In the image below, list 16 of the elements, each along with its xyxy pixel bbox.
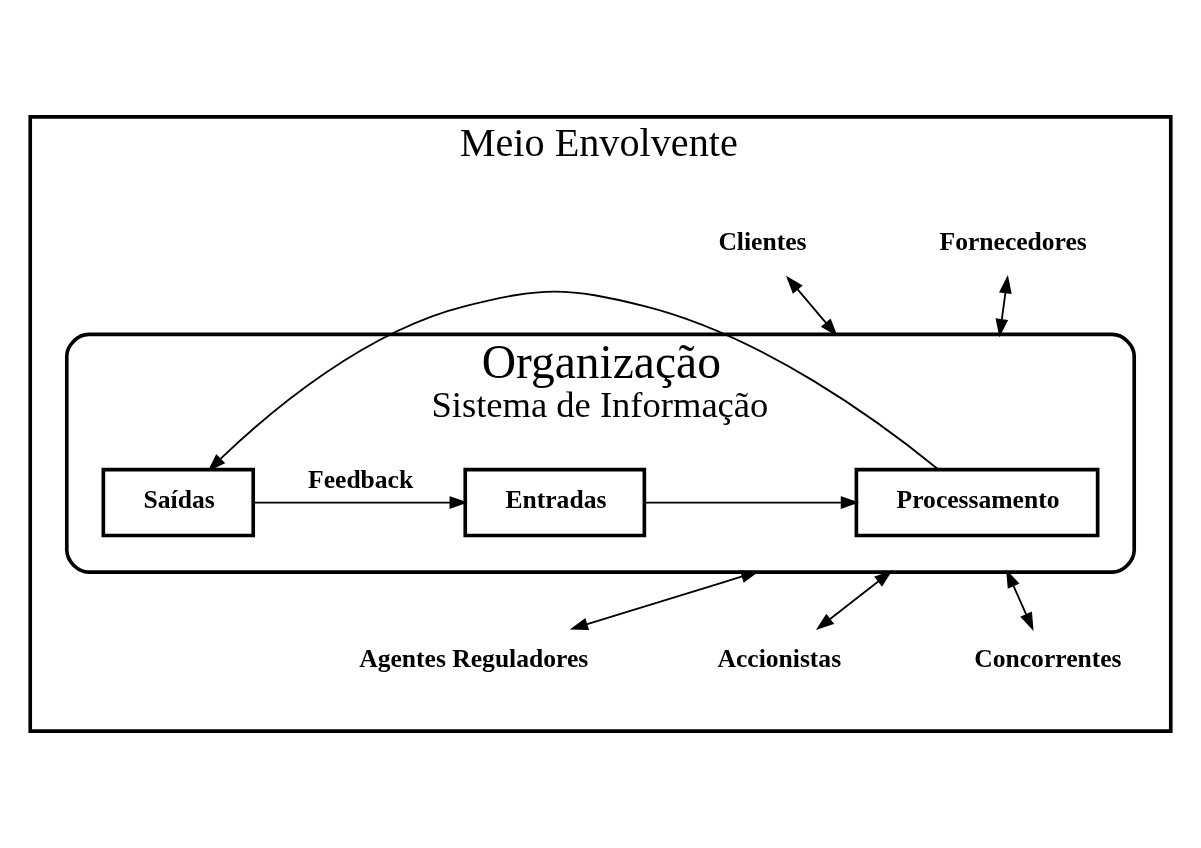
node-text: Accionistas xyxy=(717,643,842,673)
node-text: Agentes Reguladores xyxy=(359,643,589,673)
arrow xyxy=(207,290,940,472)
edge-label: Feedback xyxy=(308,465,414,495)
arrow xyxy=(815,570,893,631)
node-box: Processamento xyxy=(854,467,1100,538)
node-text: Clientes xyxy=(718,226,807,256)
node-text: Concorrentes xyxy=(974,643,1122,673)
arrow xyxy=(786,275,838,337)
arrow xyxy=(995,275,1012,338)
node-box: Saídas xyxy=(101,467,256,538)
arrow xyxy=(252,496,468,509)
arrow xyxy=(643,496,860,509)
node-box: Entradas xyxy=(463,467,647,538)
node-text: Fornecedores xyxy=(939,226,1087,256)
arrow xyxy=(1006,569,1034,631)
